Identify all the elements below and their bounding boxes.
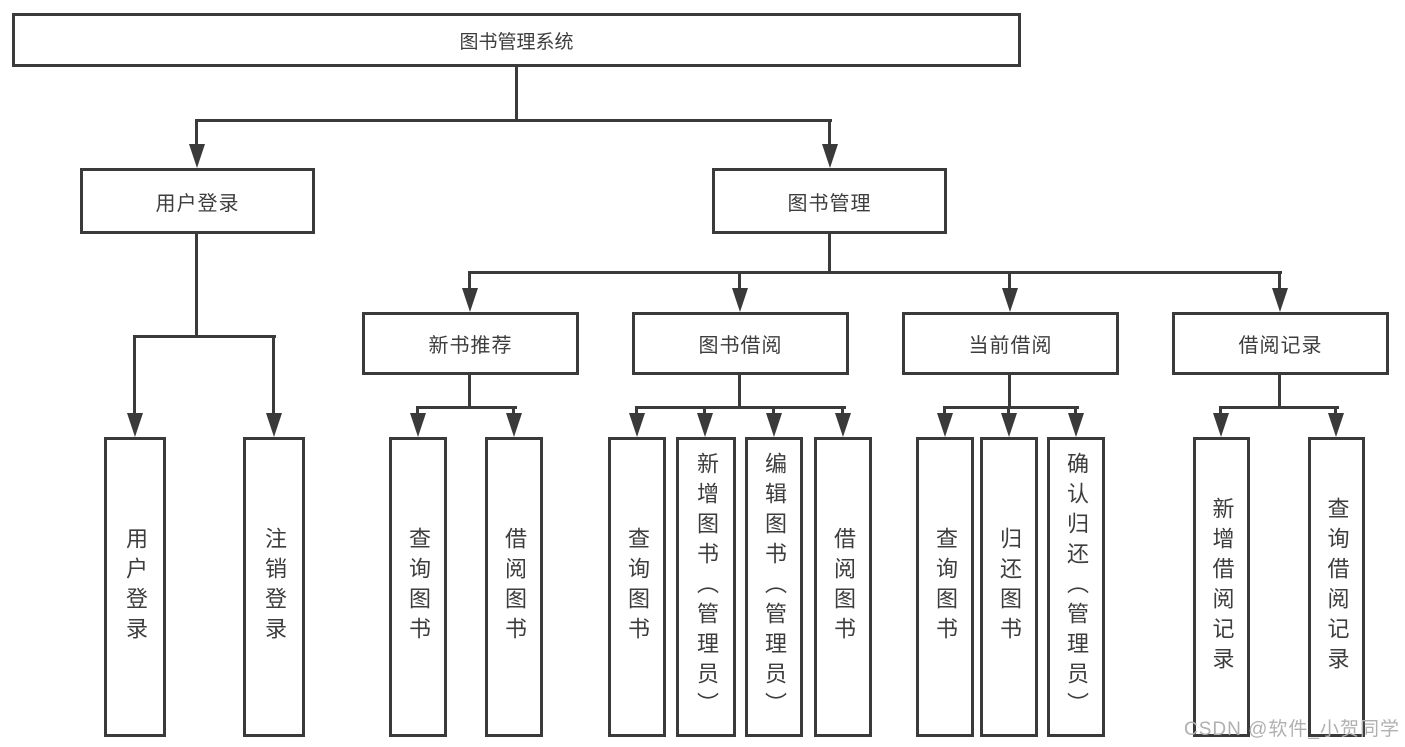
connector-drop-user-login bbox=[195, 119, 198, 147]
connector-drop-leaf bbox=[1074, 406, 1077, 416]
connector-drop-level3 bbox=[468, 271, 471, 290]
leaf-borrow-books: 借阅图书 bbox=[814, 437, 872, 737]
node-current-borrow: 当前借阅 bbox=[902, 312, 1119, 375]
leaf-user-login: 用户登录 bbox=[104, 437, 166, 737]
leaf-edit-books-admin: 编辑图书（管理员） bbox=[745, 437, 803, 737]
arrow-down-icon bbox=[937, 413, 953, 437]
connector-group-vline bbox=[738, 374, 741, 408]
connector-user-login-vline bbox=[195, 233, 198, 337]
connector-drop-leaf bbox=[272, 335, 275, 415]
connector-drop-leaf bbox=[703, 406, 706, 416]
arrow-down-icon bbox=[697, 413, 713, 437]
connector-user-login-hline bbox=[133, 335, 276, 338]
connector-drop-level3 bbox=[738, 271, 741, 290]
arrow-down-icon bbox=[506, 413, 522, 437]
connector-group-vline bbox=[1278, 374, 1281, 408]
leaf-add-books-admin: 新增图书（管理员） bbox=[676, 437, 736, 737]
arrow-down-icon bbox=[462, 288, 478, 312]
node-borrow-records: 借阅记录 bbox=[1172, 312, 1389, 375]
connector-group-hline bbox=[416, 406, 517, 409]
connector-drop-leaf bbox=[416, 406, 419, 416]
arrow-down-icon bbox=[127, 413, 143, 437]
leaf-logout: 注销登录 bbox=[243, 437, 305, 737]
leaf-query-borrow-record: 查询借阅记录 bbox=[1308, 437, 1365, 737]
arrow-down-icon bbox=[189, 144, 205, 168]
arrow-down-icon bbox=[1068, 413, 1084, 437]
node-user-login: 用户登录 bbox=[80, 168, 315, 234]
node-new-book-recommend: 新书推荐 bbox=[362, 312, 579, 375]
arrow-down-icon bbox=[629, 413, 645, 437]
connector-drop-leaf bbox=[772, 406, 775, 416]
node-book-management: 图书管理 bbox=[712, 168, 947, 234]
arrow-down-icon bbox=[822, 144, 838, 168]
connector-group-hline bbox=[943, 406, 1079, 409]
connector-drop-leaf bbox=[1007, 406, 1010, 416]
arrow-down-icon bbox=[1328, 413, 1344, 437]
connector-drop-leaf bbox=[133, 335, 136, 415]
connector-drop-leaf bbox=[635, 406, 638, 416]
connector-root-vline bbox=[515, 66, 518, 121]
leaf-confirm-return-admin: 确认归还（管理员） bbox=[1047, 437, 1105, 737]
arrow-down-icon bbox=[410, 413, 426, 437]
connector-group-hline bbox=[1219, 406, 1339, 409]
arrow-down-icon bbox=[1272, 288, 1288, 312]
node-book-borrow: 图书借阅 bbox=[632, 312, 849, 375]
connector-drop-leaf bbox=[943, 406, 946, 416]
node-root: 图书管理系统 bbox=[12, 13, 1021, 67]
connector-drop-level3 bbox=[1008, 271, 1011, 290]
arrow-down-icon bbox=[732, 288, 748, 312]
connector-drop-book-management bbox=[828, 119, 831, 147]
leaf-borrow-books: 借阅图书 bbox=[485, 437, 543, 737]
leaf-add-borrow-record: 新增借阅记录 bbox=[1193, 437, 1250, 737]
connector-drop-level3 bbox=[1278, 271, 1281, 290]
connector-group-vline bbox=[468, 374, 471, 408]
connector-group-vline bbox=[1008, 374, 1011, 408]
connector-drop-leaf bbox=[841, 406, 844, 416]
arrow-down-icon bbox=[1001, 413, 1017, 437]
connector-drop-leaf bbox=[1219, 406, 1222, 416]
connector-group-hline bbox=[635, 406, 846, 409]
arrow-down-icon bbox=[1002, 288, 1018, 312]
csdn-watermark: CSDN @软件_小贺同学 bbox=[1184, 719, 1400, 740]
arrow-down-icon bbox=[766, 413, 782, 437]
leaf-query-books: 查询图书 bbox=[916, 437, 974, 737]
connector-drop-leaf bbox=[1334, 406, 1337, 416]
leaf-query-books: 查询图书 bbox=[608, 437, 666, 737]
arrow-down-icon bbox=[835, 413, 851, 437]
leaf-query-books: 查询图书 bbox=[389, 437, 447, 737]
connector-level3-hline bbox=[468, 271, 1282, 274]
arrow-down-icon bbox=[266, 413, 282, 437]
leaf-return-books: 归还图书 bbox=[980, 437, 1038, 737]
connector-book-management-vline bbox=[828, 233, 831, 273]
connector-drop-leaf bbox=[512, 406, 515, 416]
connector-level2-hline bbox=[195, 119, 832, 122]
arrow-down-icon bbox=[1213, 413, 1229, 437]
